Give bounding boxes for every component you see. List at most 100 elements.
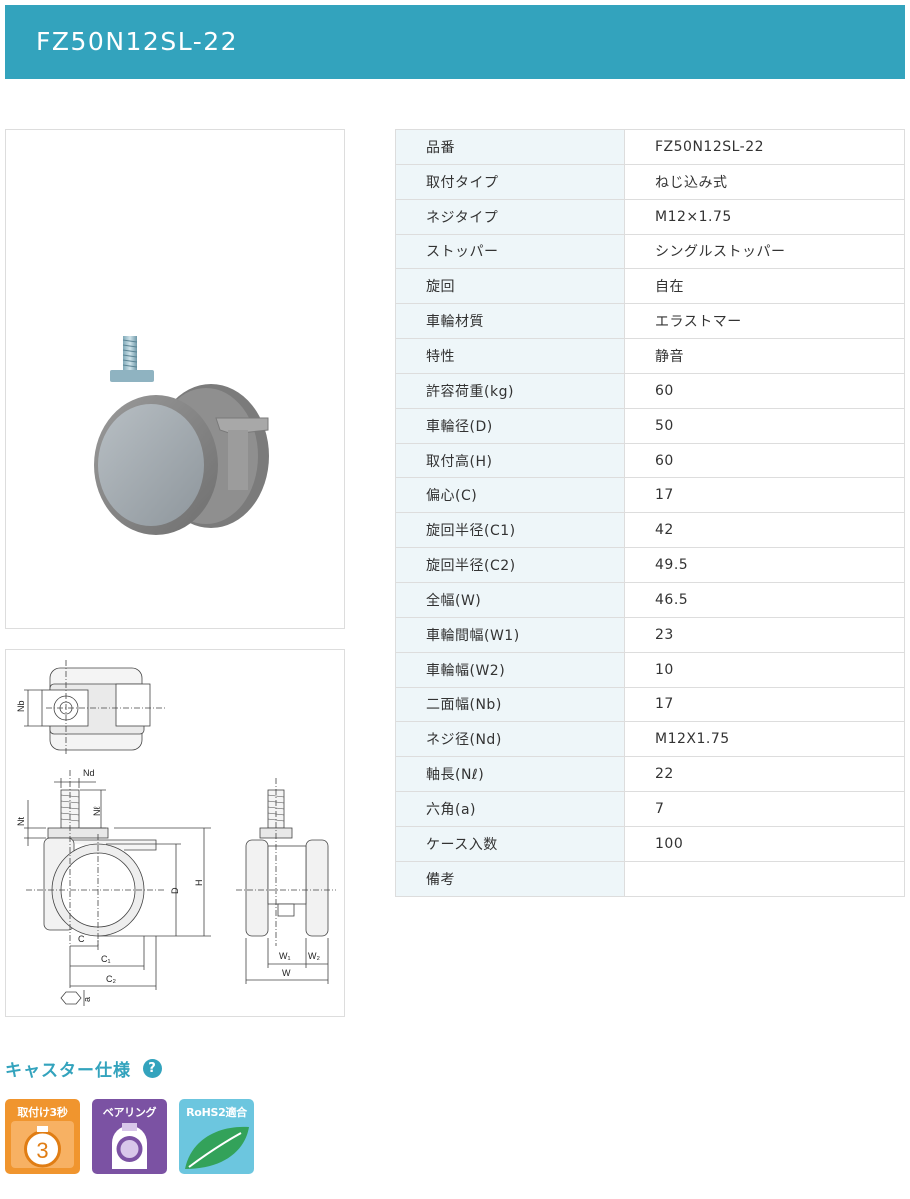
leaf-icon <box>185 1126 249 1169</box>
page-header: FZ50N12SL-22 <box>5 5 905 79</box>
table-row: 特性静音 <box>395 338 905 374</box>
spec-key: 取付タイプ <box>395 163 625 200</box>
spec-key: 偏心(C) <box>395 477 625 514</box>
label-c2: C₂ <box>106 974 116 984</box>
table-row: 旋回自在 <box>395 268 905 305</box>
table-row: 車輪間幅(W1)23 <box>395 616 905 653</box>
spec-key: 車輪間幅(W1) <box>395 616 625 653</box>
spec-key: 取付高(H) <box>395 442 625 479</box>
spec-value: 自在 <box>624 268 905 305</box>
label-nt: Nt <box>16 817 26 826</box>
spec-value: 22 <box>624 756 905 793</box>
table-row: 備考 <box>395 860 905 897</box>
badge-bearing: ベアリング <box>92 1099 167 1174</box>
caster-photo-illustration <box>94 336 269 535</box>
spec-value: 60 <box>624 442 905 479</box>
spec-value: 46.5 <box>624 581 905 618</box>
table-row: 車輪幅(W2)10 <box>395 651 905 688</box>
spec-value <box>624 860 905 897</box>
spec-value: M12X1.75 <box>624 721 905 758</box>
spec-value: 7 <box>624 791 905 827</box>
side-view <box>24 770 211 1006</box>
label-nb: Nb <box>16 700 26 712</box>
spec-value: 42 <box>624 512 905 549</box>
table-row: 取付タイプねじ込み式 <box>395 163 905 200</box>
technical-drawing: Nb <box>5 649 345 1017</box>
spec-value: 17 <box>624 686 905 723</box>
badge-mount-3sec: 3 取付け3秒 <box>5 1099 80 1174</box>
caster-spec-title: キャスター仕様 <box>5 1060 131 1081</box>
spec-key: 六角(a) <box>395 791 625 827</box>
product-title: FZ50N12SL-22 <box>36 27 239 56</box>
bearing-icon <box>112 1123 147 1169</box>
table-row: 車輪径(D)50 <box>395 407 905 444</box>
table-row: 旋回半径(C1)42 <box>395 512 905 549</box>
label-d: D <box>170 887 180 894</box>
spec-key: ネジ径(Nd) <box>395 721 625 758</box>
product-photo <box>5 129 345 629</box>
table-row: 偏心(C)17 <box>395 477 905 514</box>
table-row: 許容荷重(kg)60 <box>395 372 905 409</box>
spec-value: M12×1.75 <box>624 198 905 235</box>
spec-key: 旋回半径(C1) <box>395 512 625 549</box>
stopwatch-icon: 3 <box>11 1121 74 1168</box>
top-view <box>24 660 166 754</box>
spec-key: 車輪径(D) <box>395 407 625 444</box>
table-row: 二面幅(Nb)17 <box>395 686 905 723</box>
spec-key: 備考 <box>395 860 625 897</box>
spec-value: 23 <box>624 616 905 653</box>
table-row: 軸長(Nℓ)22 <box>395 756 905 793</box>
caster-spec-heading: キャスター仕様 ? <box>5 1056 162 1081</box>
spec-key: 全幅(W) <box>395 581 625 618</box>
front-view <box>236 778 336 984</box>
table-row: 六角(a)7 <box>395 791 905 827</box>
table-row: ストッパーシングルストッパー <box>395 233 905 270</box>
spec-key: ストッパー <box>395 233 625 270</box>
badge-numeral: 3 <box>36 1138 48 1163</box>
spec-key: 旋回 <box>395 268 625 305</box>
badge-rohs2: RoHS2適合 <box>179 1099 254 1174</box>
spec-key: 品番 <box>395 129 625 165</box>
table-row: 車輪材質エラストマー <box>395 303 905 340</box>
spec-value: 静音 <box>624 338 905 374</box>
spec-value: 17 <box>624 477 905 514</box>
spec-value: エラストマー <box>624 303 905 340</box>
table-row: 旋回半径(C2)49.5 <box>395 547 905 583</box>
spec-key: ネジタイプ <box>395 198 625 235</box>
label-w2: W₂ <box>308 951 320 961</box>
badge-label-bearing: ベアリング <box>102 1106 157 1119</box>
table-row: 取付高(H)60 <box>395 442 905 479</box>
label-w1: W₁ <box>279 951 291 961</box>
label-nl: Nℓ <box>92 806 102 816</box>
label-c1: C₁ <box>101 954 111 964</box>
spec-key: 車輪幅(W2) <box>395 651 625 688</box>
spec-key: ケース入数 <box>395 825 625 862</box>
label-a: a <box>82 997 92 1002</box>
spec-value: 10 <box>624 651 905 688</box>
spec-key: 許容荷重(kg) <box>395 372 625 409</box>
spec-value: 49.5 <box>624 547 905 583</box>
spec-value: 50 <box>624 407 905 444</box>
spec-value: シングルストッパー <box>624 233 905 270</box>
spec-value: ねじ込み式 <box>624 163 905 200</box>
spec-key: 二面幅(Nb) <box>395 686 625 723</box>
badge-label-rohs: RoHS2適合 <box>186 1106 247 1119</box>
label-w: W <box>282 968 291 978</box>
dimension-drawing: Nb <box>16 660 336 1006</box>
spec-value: FZ50N12SL-22 <box>624 129 905 165</box>
spec-key: 旋回半径(C2) <box>395 547 625 583</box>
label-c: C <box>78 934 85 944</box>
table-row: ネジ径(Nd)M12X1.75 <box>395 721 905 758</box>
label-nd: Nd <box>83 768 95 778</box>
table-row: 全幅(W)46.5 <box>395 581 905 618</box>
label-h: H <box>194 880 204 887</box>
spec-key: 車輪材質 <box>395 303 625 340</box>
spec-key: 軸長(Nℓ) <box>395 756 625 793</box>
spec-key: 特性 <box>395 338 625 374</box>
question-circle-icon[interactable]: ? <box>143 1058 162 1078</box>
spec-value: 60 <box>624 372 905 409</box>
